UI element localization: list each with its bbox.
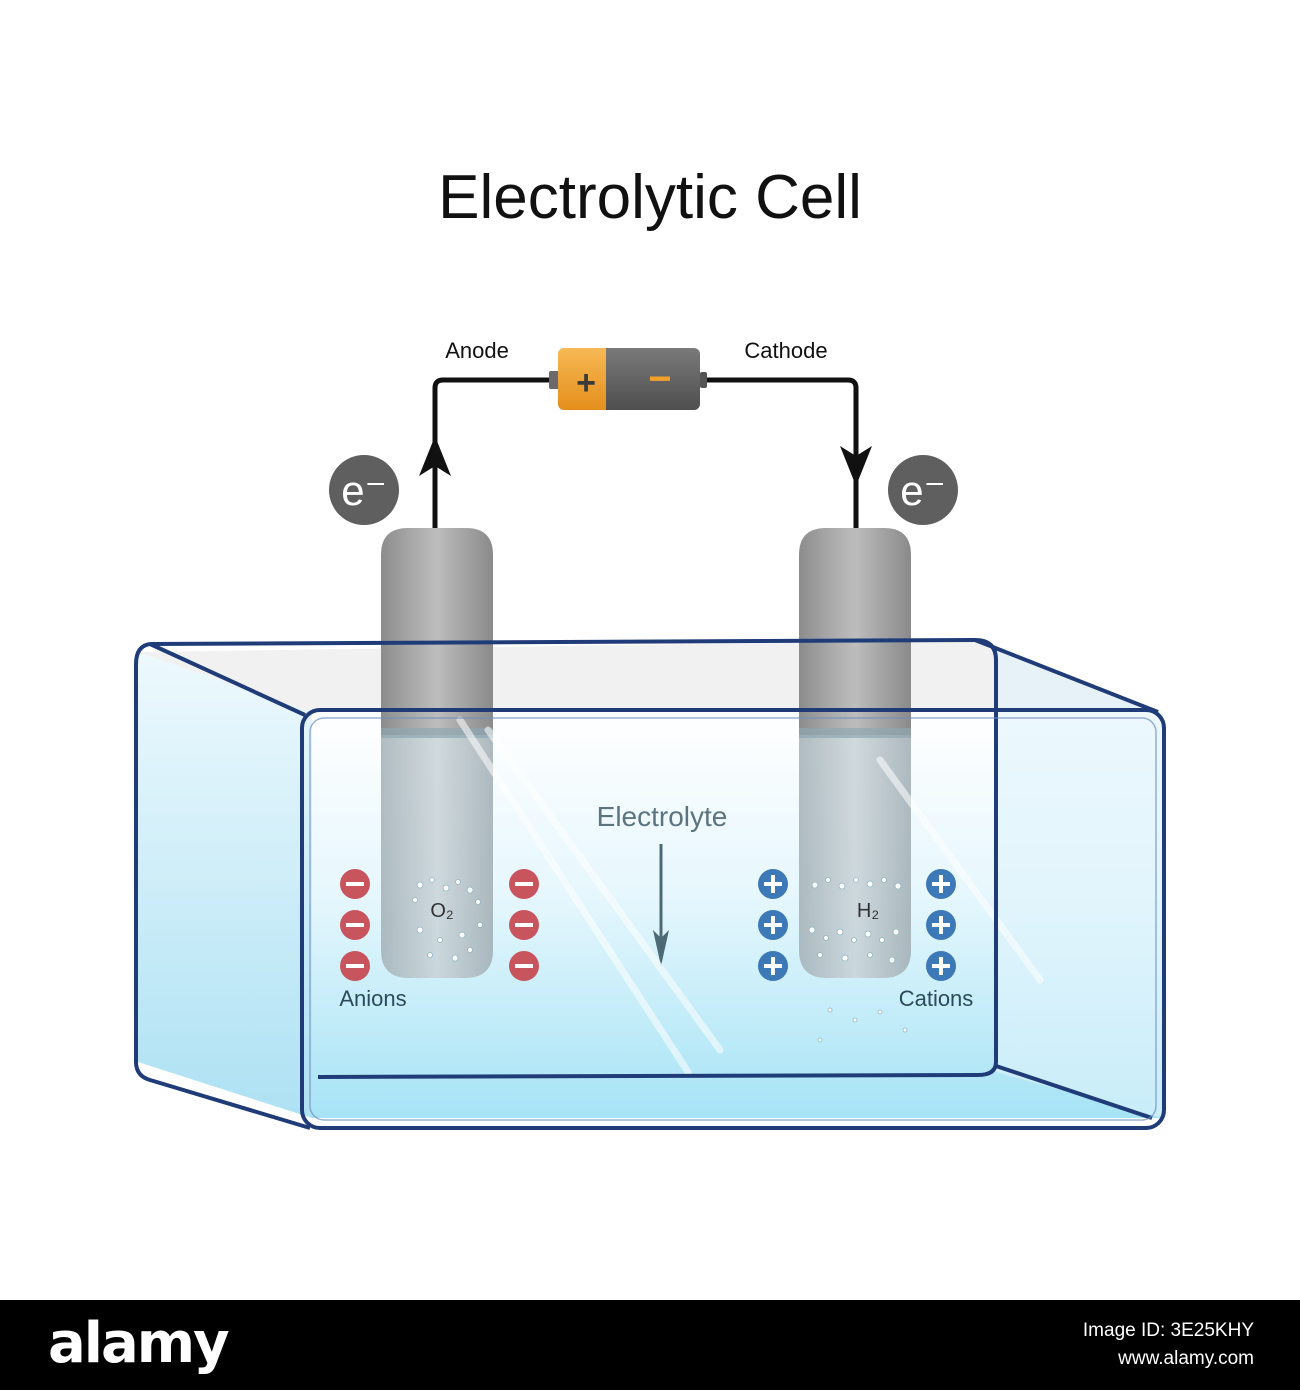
electron-label: e⁻ — [341, 467, 387, 514]
tank-frame — [134, 638, 1166, 1130]
anion-group-right — [509, 869, 539, 981]
oxygen-bubbles — [412, 877, 483, 962]
diagram: Electrolytic Cell + − Anode Cathode e⁻ e… — [134, 163, 1166, 1130]
electron-badge-left: e⁻ — [329, 455, 399, 525]
electron-badge-right: e⁻ — [888, 455, 958, 525]
alamy-logo: alamy — [48, 1311, 230, 1376]
anode-electrode — [381, 528, 493, 978]
anions-label: Anions — [339, 986, 406, 1011]
circuit-wire — [432, 377, 859, 530]
tank-frame-highlight — [309, 717, 1157, 1121]
anode-label: Anode — [445, 338, 509, 363]
page-title: Electrolytic Cell — [438, 163, 862, 232]
image-id-text: Image ID: 3E25KHY — [1082, 1320, 1254, 1341]
battery: + − — [549, 348, 707, 410]
anion-group-left — [340, 869, 370, 981]
battery-positive-sign: + — [576, 364, 596, 402]
electron-label: e⁻ — [900, 467, 946, 514]
glass-reflection — [456, 716, 1044, 1076]
hydrogen-bubbles — [808, 877, 908, 1043]
site-url: www.alamy.com — [1118, 1348, 1254, 1369]
hydrogen-label: H₂ — [857, 900, 879, 922]
battery-negative-sign: − — [648, 357, 671, 401]
electrolyte-arrow-icon — [653, 844, 669, 966]
cation-group-right — [926, 869, 956, 981]
cathode-electrode — [799, 528, 911, 978]
arrow-down-icon — [840, 446, 872, 486]
cations-label: Cations — [899, 986, 974, 1011]
electrolyte-label: Electrolyte — [597, 801, 728, 832]
oxygen-label: O₂ — [430, 900, 453, 922]
arrow-up-icon — [419, 436, 451, 476]
cathode-label: Cathode — [744, 338, 827, 363]
cation-group-left — [758, 869, 788, 981]
footer-bar: alamy Image ID: 3E25KHY www.alamy.com — [0, 1300, 1300, 1390]
